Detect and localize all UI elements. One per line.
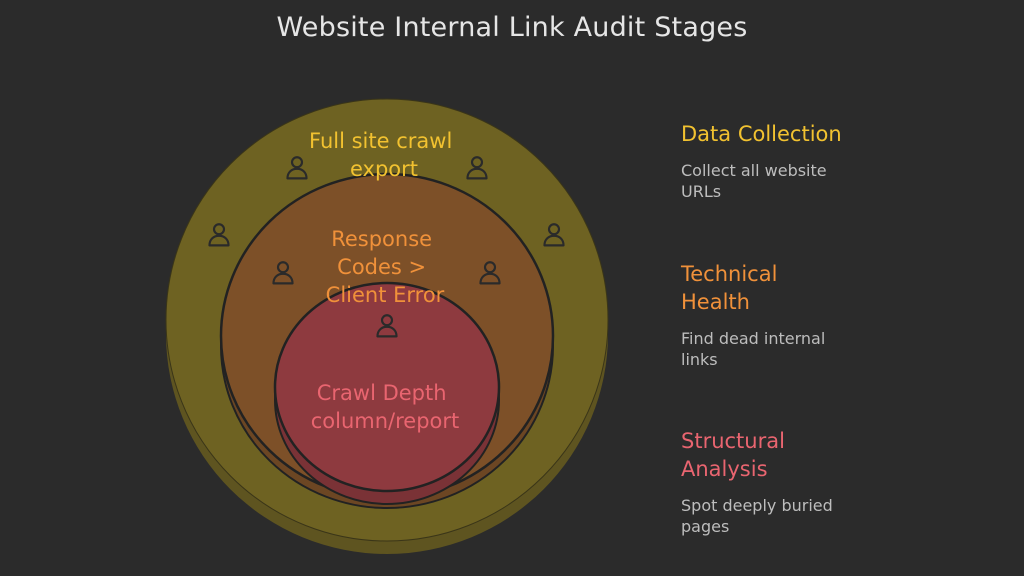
- stage-heading: Structural Analysis: [681, 429, 785, 481]
- stage-heading: Data Collection: [681, 122, 842, 146]
- page-title: Website Internal Link Audit Stages: [276, 12, 748, 43]
- stage-technical-health: Technical Health Find dead internal link…: [681, 260, 941, 370]
- stage-data-collection: Data Collection Collect all website URLs: [681, 120, 941, 202]
- inner-ring-disc: [273, 281, 501, 493]
- stage-heading: Technical Health: [681, 262, 778, 314]
- stage-description: Collect all website URLs: [681, 161, 827, 201]
- stage-description: Spot deeply buried pages: [681, 496, 833, 536]
- stage-description: Find dead internal links: [681, 329, 826, 369]
- inner-ring-label: Crawl Depth column/report: [311, 381, 460, 433]
- middle-ring-label: Response Codes > Client Error: [326, 227, 445, 307]
- stage-structural-analysis: Structural Analysis Spot deeply buried p…: [681, 427, 941, 537]
- inner-ring: [273, 281, 501, 505]
- outer-ring-label: Full site crawl export: [309, 129, 459, 181]
